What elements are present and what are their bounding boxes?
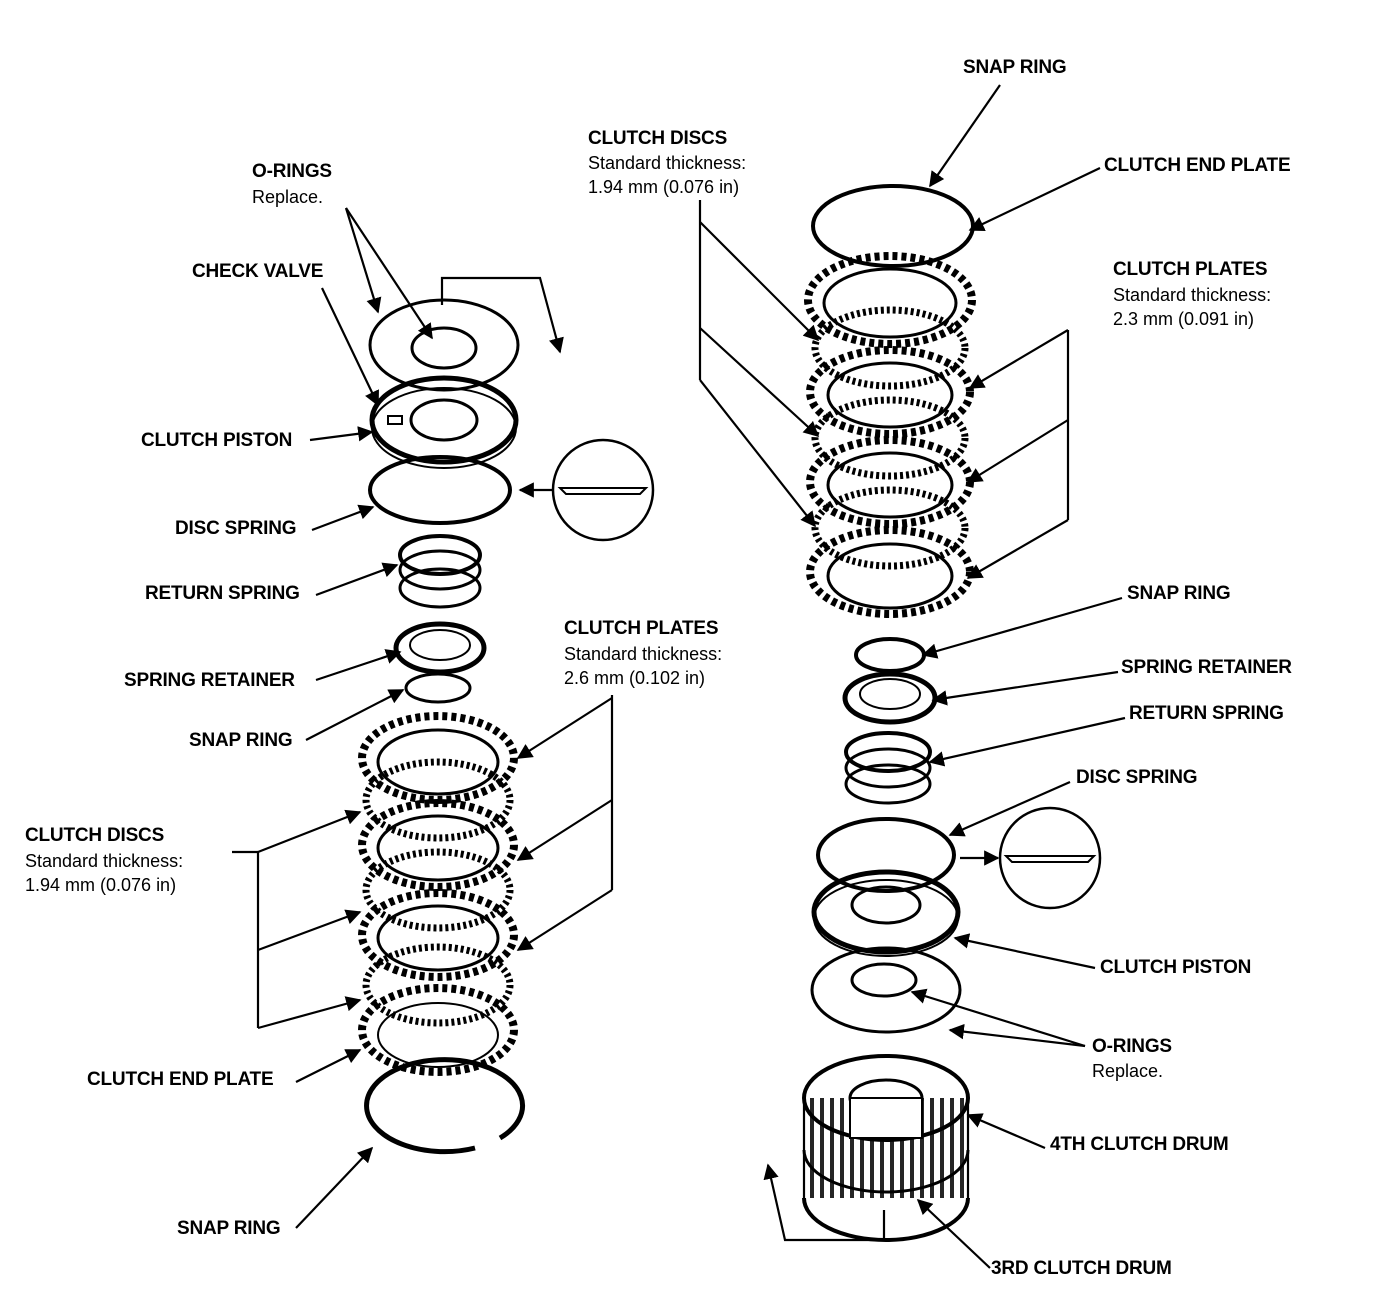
label-o-rings-left-note: Replace. xyxy=(252,187,324,207)
left-clutch-piston xyxy=(369,375,519,465)
label-snap-ring-right-mid: SNAP RING xyxy=(1127,583,1231,604)
label-disc-spring-left: DISC SPRING xyxy=(175,518,297,539)
left-return-spring xyxy=(398,534,482,609)
label-clutch-plates-left: CLUTCH PLATES xyxy=(564,618,719,639)
label-disc-spring-right: DISC SPRING xyxy=(1076,767,1198,788)
label-clutch-discs-right-spec-1: Standard thickness: xyxy=(588,153,747,173)
label-3rd-clutch-drum: 3RD CLUTCH DRUM xyxy=(991,1258,1172,1279)
left-snap-ring-large xyxy=(364,1057,526,1155)
right-return-spring xyxy=(844,731,932,805)
label-clutch-plates-right-spec-1: Standard thickness: xyxy=(1113,285,1272,305)
label-return-spring-left: RETURN SPRING xyxy=(145,583,300,604)
label-4th-clutch-drum: 4TH CLUTCH DRUM xyxy=(1050,1134,1229,1155)
right-assembly xyxy=(763,184,1102,1242)
label-o-rings-right: O-RINGS xyxy=(1092,1036,1172,1057)
label-clutch-plates-right: CLUTCH PLATES xyxy=(1113,259,1268,280)
label-snap-ring-left-lower: SNAP RING xyxy=(177,1218,281,1239)
label-clutch-piston-right: CLUTCH PISTON xyxy=(1100,957,1252,978)
label-o-rings-right-note: Replace. xyxy=(1092,1061,1164,1081)
label-check-valve: CHECK VALVE xyxy=(192,261,324,282)
label-o-rings-left: O-RINGS xyxy=(252,161,332,182)
label-clutch-plates-left-spec-1: Standard thickness: xyxy=(564,644,723,664)
right-clutch-stack xyxy=(806,306,974,618)
right-o-ring-disc xyxy=(810,946,962,1034)
left-assembly xyxy=(358,276,655,1155)
left-snap-ring-small xyxy=(404,672,472,704)
left-spring-retainer xyxy=(393,621,487,675)
left-clutch-stack xyxy=(358,712,518,1076)
left-o-ring-inner xyxy=(410,326,478,370)
left-disc-spring xyxy=(368,455,512,525)
label-snap-ring-right-top: SNAP RING xyxy=(963,57,1067,78)
right-clutch-drum xyxy=(802,1054,970,1242)
label-snap-ring-left-upper: SNAP RING xyxy=(189,730,293,751)
label-clutch-end-plate-right: CLUTCH END PLATE xyxy=(1104,155,1291,176)
left-o-ring-disc xyxy=(368,298,520,392)
label-clutch-discs-right-spec-2: 1.94 mm (0.076 in) xyxy=(588,177,740,197)
left-leader-lines xyxy=(232,207,614,1229)
label-return-spring-right: RETURN SPRING xyxy=(1129,703,1284,724)
label-clutch-discs-left-spec-1: Standard thickness: xyxy=(25,851,184,871)
right-clutch-piston xyxy=(811,869,961,955)
label-clutch-discs-left-spec-2: 1.94 mm (0.076 in) xyxy=(25,875,177,895)
right-leader-lines xyxy=(698,84,1126,1269)
right-spring-retainer xyxy=(842,671,938,725)
label-clutch-piston-left: CLUTCH PISTON xyxy=(141,430,293,451)
left-disc-spring-detail xyxy=(551,438,655,542)
right-clutch-end-plate xyxy=(804,252,976,348)
label-clutch-discs-right: CLUTCH DISCS xyxy=(588,128,728,149)
right-disc-spring-detail xyxy=(998,806,1102,910)
label-clutch-discs-left: CLUTCH DISCS xyxy=(25,825,165,846)
label-spring-retainer-left: SPRING RETAINER xyxy=(124,670,295,691)
right-disc-spring xyxy=(816,817,956,893)
label-clutch-plates-right-spec-2: 2.3 mm (0.091 in) xyxy=(1113,309,1255,329)
label-spring-retainer-right: SPRING RETAINER xyxy=(1121,657,1292,678)
right-snap-ring-mid xyxy=(854,637,926,673)
label-clutch-plates-left-spec-2: 2.6 mm (0.102 in) xyxy=(564,668,706,688)
label-clutch-end-plate-left: CLUTCH END PLATE xyxy=(87,1069,274,1090)
